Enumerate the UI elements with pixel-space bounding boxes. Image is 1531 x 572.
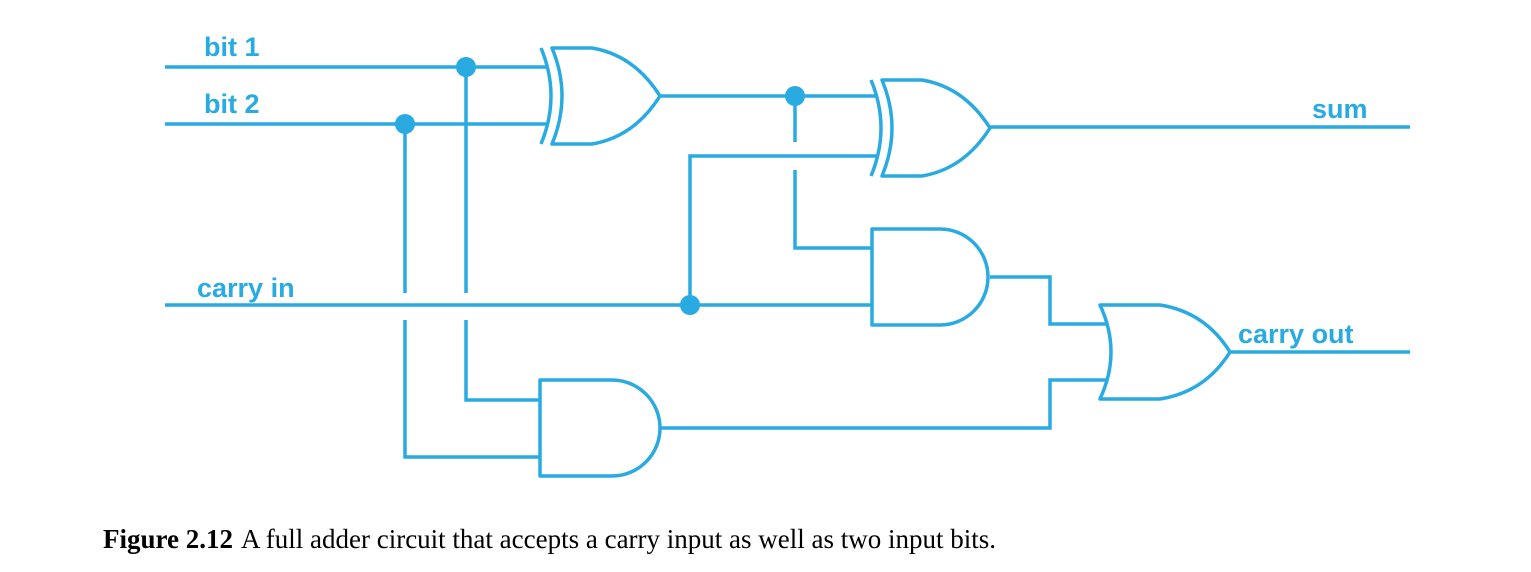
junction-bit1 xyxy=(456,57,476,77)
figure-number: Figure 2.12 xyxy=(103,524,233,554)
wires xyxy=(165,65,1410,459)
junctions xyxy=(395,57,805,315)
label-carry-out: carry out xyxy=(1238,319,1354,349)
junction-xor1-output xyxy=(785,86,805,106)
junction-bit2 xyxy=(395,114,415,134)
gates xyxy=(538,46,1232,478)
wire-and1-output xyxy=(990,275,1112,326)
label-sum: sum xyxy=(1312,94,1368,124)
and-gate-2 xyxy=(538,378,662,478)
label-carry-in: carry in xyxy=(197,273,295,303)
label-bit1: bit 1 xyxy=(204,32,260,62)
figure-caption: Figure 2.12 A full adder circuit that acc… xyxy=(103,524,996,555)
wire-and2-output xyxy=(660,378,1112,430)
xor-gate-1 xyxy=(539,46,662,146)
wire-bit2-branch-lower xyxy=(403,320,540,459)
full-adder-circuit-diagram: bit 1 bit 2 carry in sum carry out xyxy=(165,32,1410,478)
wire-carry-in-branch xyxy=(688,154,878,305)
or-gate xyxy=(1098,303,1232,401)
caption-text: A full adder circuit that accepts a carr… xyxy=(241,524,997,554)
and-gate-1 xyxy=(870,227,990,327)
labels: bit 1 bit 2 carry in sum carry out xyxy=(197,32,1368,349)
wire-xor1-branch-lower xyxy=(793,170,872,250)
wire-bit1-branch-lower xyxy=(464,320,540,402)
junction-carry-in xyxy=(680,295,700,315)
label-bit2: bit 2 xyxy=(204,89,260,119)
xor-gate-2 xyxy=(869,78,992,178)
